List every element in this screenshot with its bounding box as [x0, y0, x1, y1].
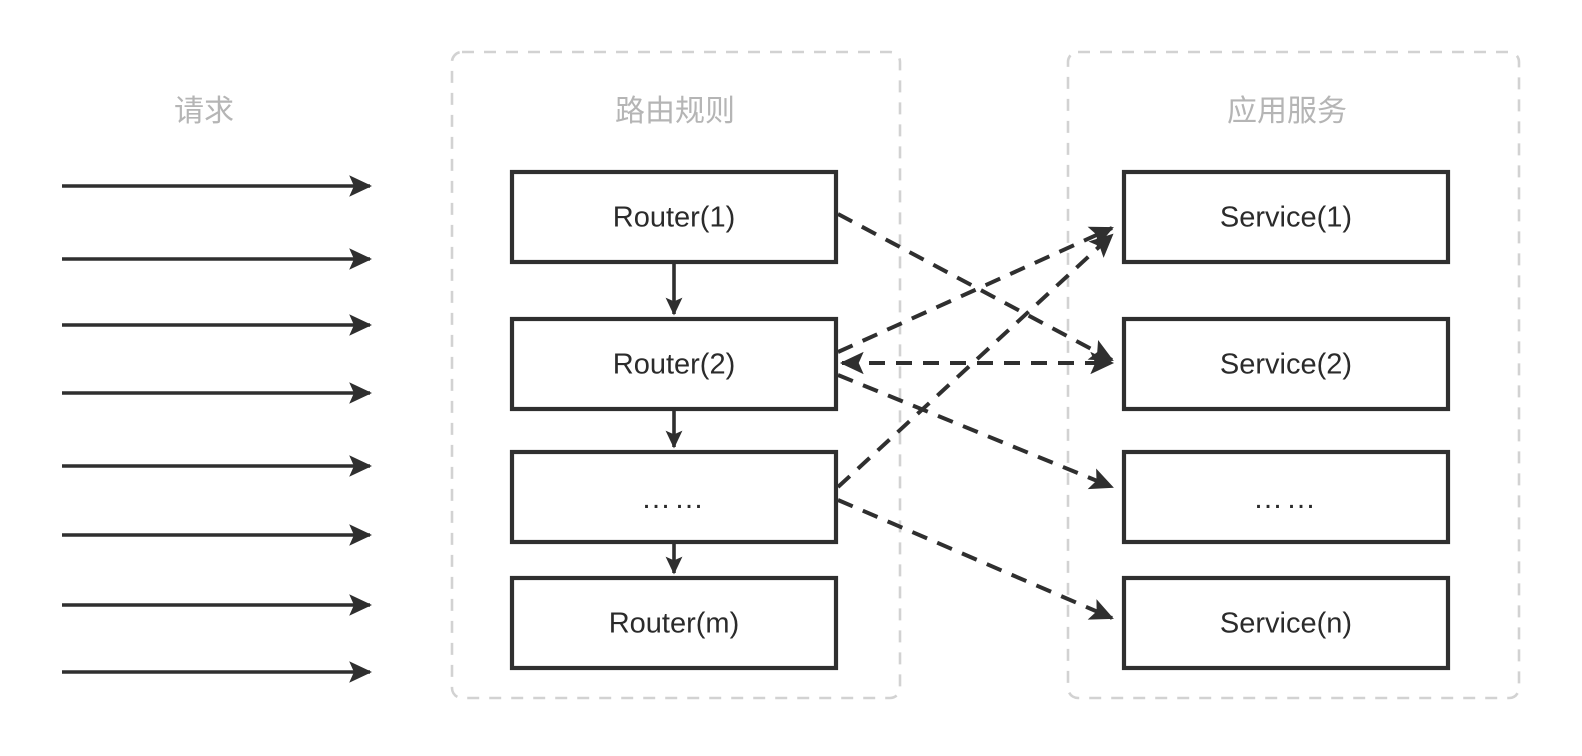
node-router-ellipsis[interactable]: …… — [509, 449, 839, 545]
group-title-app-services: 应用服务 — [1227, 95, 1347, 128]
edge-router2-to-service-ellipsis — [837, 373, 1114, 490]
node-router-m-label: Router(m) — [609, 608, 740, 640]
edge-router2-to-service1 — [837, 226, 1114, 354]
routing-edge-group — [836, 212, 1115, 620]
group-frame-router-rules — [450, 50, 902, 700]
edge-router-ellipsis-to-service1 — [836, 233, 1114, 489]
node-router-ellipsis-label: …… — [641, 482, 707, 515]
edge-router1-to-service2 — [837, 212, 1114, 362]
node-router-ellipsis-box[interactable] — [509, 449, 839, 545]
node-router-2-label: Router(2) — [613, 349, 736, 381]
node-service-n[interactable]: Service(n) — [1121, 575, 1451, 671]
request-arrow-group — [62, 175, 372, 683]
node-service-1-box[interactable] — [1121, 169, 1451, 265]
node-router-1[interactable]: Router(1) — [509, 169, 839, 265]
node-service-2[interactable]: Service(2) — [1121, 316, 1451, 412]
node-service-ellipsis[interactable]: …… — [1121, 449, 1451, 545]
group-title-requests: 请求 — [174, 95, 234, 128]
node-router-m-box[interactable] — [509, 575, 839, 671]
node-router-1-box[interactable] — [509, 169, 839, 265]
node-service-2-box[interactable] — [1121, 316, 1451, 412]
router-node-group: Router(1) Router(2) …… Router(m) — [509, 169, 839, 671]
node-router-2-box[interactable] — [509, 316, 839, 412]
node-router-2[interactable]: Router(2) — [509, 316, 839, 412]
group-frames — [450, 50, 1521, 700]
node-router-m[interactable]: Router(m) — [509, 575, 839, 671]
edge-router-ellipsis-to-service-n — [837, 498, 1114, 620]
service-node-group: Service(1) Service(2) …… Service(n) — [1121, 169, 1451, 671]
node-service-n-label: Service(n) — [1220, 608, 1352, 640]
node-service-n-box[interactable] — [1121, 575, 1451, 671]
node-service-1-label: Service(1) — [1220, 202, 1352, 234]
node-router-1-label: Router(1) — [613, 202, 736, 234]
node-service-2-label: Service(2) — [1220, 349, 1352, 381]
group-title-router-rules: 路由规则 — [615, 95, 735, 128]
group-frame-app-services — [1066, 50, 1521, 700]
node-service-ellipsis-label: …… — [1253, 482, 1319, 515]
group-titles: 请求 路由规则 应用服务 — [174, 95, 1347, 128]
node-service-ellipsis-box[interactable] — [1121, 449, 1451, 545]
node-service-1[interactable]: Service(1) — [1121, 169, 1451, 265]
